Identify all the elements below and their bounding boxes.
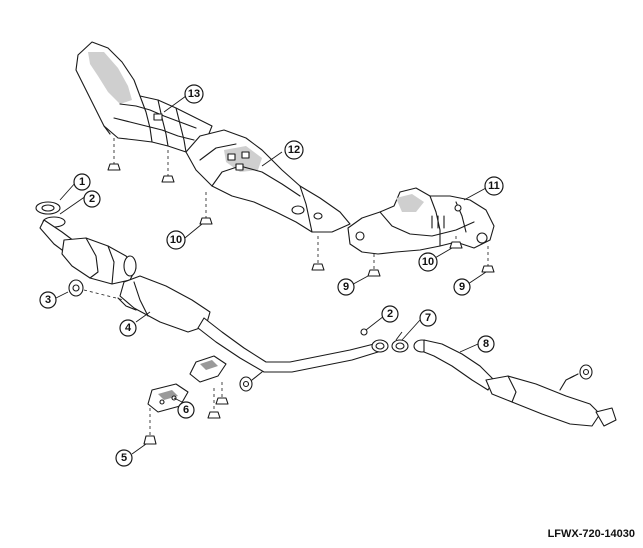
upper-insulator-nuts — [107, 138, 175, 183]
callout-8-label: 8 — [483, 338, 489, 350]
callout-9-left: 9 — [337, 278, 355, 296]
callout-10-left: 10 — [166, 230, 186, 250]
callout-2-front-label: 2 — [89, 193, 95, 205]
callout-1-label: 1 — [79, 176, 85, 188]
rubber-mounts — [68, 279, 593, 392]
upper-heat-insulator — [75, 41, 213, 153]
callout-9-right-label: 9 — [459, 281, 465, 293]
callout-10-right: 10 — [418, 252, 438, 272]
middle-insulator-nuts — [199, 192, 325, 271]
figure-id: LFWX-720-14030 — [547, 528, 635, 540]
callout-4: 4 — [119, 319, 137, 337]
front-exhaust-pipe — [35, 201, 379, 373]
callout-8: 8 — [477, 335, 495, 353]
callout-2-rear-label: 2 — [387, 308, 393, 320]
callout-10-left-label: 10 — [170, 234, 182, 246]
callout-11-label: 11 — [488, 180, 500, 192]
middle-heat-insulator — [185, 129, 351, 233]
callout-7-label: 7 — [425, 312, 431, 324]
rear-muffler — [413, 339, 617, 427]
callout-3: 3 — [39, 291, 57, 309]
callout-12: 12 — [284, 140, 304, 160]
rear-heat-insulator — [347, 187, 495, 255]
callout-5: 5 — [115, 449, 133, 467]
callout-13-label: 13 — [188, 88, 200, 100]
gaskets — [360, 328, 409, 353]
callout-7: 7 — [419, 309, 437, 327]
callout-10-right-label: 10 — [422, 256, 434, 268]
callout-2-front: 2 — [83, 190, 101, 208]
callout-6-label: 6 — [183, 404, 189, 416]
callout-5-label: 5 — [121, 452, 127, 464]
callout-3-label: 3 — [45, 294, 51, 306]
support-brackets — [143, 355, 229, 445]
callout-9-left-label: 9 — [343, 281, 349, 293]
callout-12-label: 12 — [288, 144, 300, 156]
callout-4-label: 4 — [125, 322, 132, 334]
callout-2-rear: 2 — [381, 305, 399, 323]
callout-6: 6 — [177, 401, 195, 419]
callout-11: 11 — [484, 176, 504, 196]
rear-insulator-nuts — [367, 236, 495, 277]
callout-13: 13 — [184, 84, 204, 104]
callout-1: 1 — [73, 173, 91, 191]
callout-9-right: 9 — [453, 278, 471, 296]
